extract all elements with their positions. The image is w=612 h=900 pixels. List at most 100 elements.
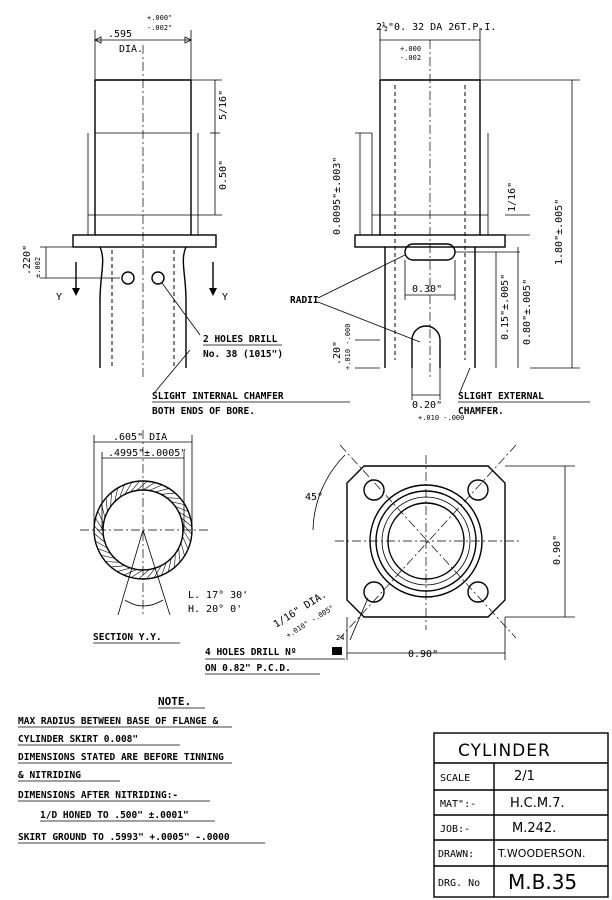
- hatch-line: [95, 540, 108, 549]
- hatch-line: [171, 501, 186, 506]
- angle-45-label: 45°: [305, 492, 323, 503]
- dia-tol-plus: +.000": [147, 14, 172, 22]
- hatch-line: [166, 497, 181, 499]
- tb-scale-value: 2/1: [514, 769, 535, 784]
- holes-drill-note-2: No. 38 (1015"): [203, 349, 283, 360]
- hatch-line: [153, 565, 162, 578]
- title-block-title: CYLINDER: [458, 741, 551, 761]
- section-yy-label: SECTION Y.Y.: [93, 632, 162, 643]
- flange-plan-view: 45° 0.90" 0.90" 1/16" DIA. +.010" -.005"…: [205, 444, 575, 675]
- hatch-line: [119, 484, 125, 498]
- tb-mat-value: H.C.M.7.: [510, 796, 565, 811]
- thread-spec-label: 2½"0. 32 DA 26T.P.I.: [376, 21, 496, 33]
- bolt-hole-br: [467, 581, 489, 603]
- bolt-hole-tr: [467, 479, 489, 501]
- hatch-line: [97, 548, 111, 554]
- hatch-line: [146, 567, 156, 580]
- tb-drg-key: DRG. No: [438, 878, 480, 889]
- note-line-1: MAX RADIUS BETWEEN BASE OF FLANGE &: [18, 716, 218, 727]
- plan-holes-note-1: 4 HOLES DRILL Nº: [205, 647, 297, 658]
- angle-1-label: L. 17° 30': [188, 590, 248, 601]
- hatch-line: [142, 482, 156, 491]
- hatch-line: [155, 488, 170, 493]
- bolt-hole-bl: [363, 581, 385, 603]
- section-y-right: Y: [222, 292, 228, 303]
- note-line-7: SKIRT GROUND TO .5993" +.0005" -.0000: [18, 832, 230, 843]
- holes-drill-note-1: 2 HOLES DRILL: [203, 334, 278, 345]
- title-block: CYLINDER SCALE 2/1 MAT":- H.C.M.7. JOB:-…: [433, 732, 609, 898]
- hatch-line: [149, 484, 163, 491]
- dim-0095-label: 0.0095"±.003": [332, 157, 343, 235]
- dim-020-label: 0.20": [412, 400, 442, 411]
- thread-tol-plus: +.000: [400, 45, 421, 53]
- dim-090-vertical: 0.90": [552, 535, 563, 565]
- dim-5-16-label: 5/16": [218, 90, 229, 120]
- hatch-line: [167, 558, 172, 573]
- hatch-line: [93, 525, 104, 537]
- inner-dia-label: .4995"±.0005": [108, 448, 186, 459]
- internal-chamfer-note-1: SLIGHT INTERNAL CHAMFER: [152, 391, 284, 402]
- hatch-line: [95, 517, 104, 531]
- dia-tol-minus: -.002": [147, 24, 172, 32]
- hatch-line: [174, 553, 176, 568]
- hatch-line: [161, 562, 167, 576]
- ref-24-label: 24: [336, 634, 344, 642]
- dim-180-label: 1.80"±.005": [554, 199, 565, 265]
- section-yy-view: .605" DIA .4995"±.0005" L. 17° 30' H. 20…: [80, 430, 248, 644]
- dim-030-label: 0.30": [412, 284, 442, 295]
- hatch-line: [182, 536, 189, 550]
- internal-chamfer-note-2: BOTH ENDS OF BORE.: [152, 406, 255, 417]
- note-line-6: 1/D HONED TO .500" ±.0001": [40, 810, 189, 821]
- hatch-line: [175, 506, 189, 512]
- cylinder-elevation-view: .595 +.000" -.002" DIA. 5/16" 0.50" .220…: [22, 14, 350, 417]
- thread-tol-minus: -.002: [400, 54, 421, 62]
- hatch-line: [114, 487, 119, 502]
- dim-220-label: .220": [22, 245, 33, 275]
- hatch-line: [101, 503, 106, 518]
- dim-080-label: 0.80"±.005": [522, 279, 533, 345]
- outer-dia-label: .605" DIA: [113, 432, 167, 443]
- section-hatch: [93, 480, 193, 580]
- bolt-hole-tl: [363, 479, 385, 501]
- dim-050-label: 0.50": [218, 160, 229, 190]
- tb-job-key: JOB:-: [440, 824, 470, 835]
- notes-block: NOTE. MAX RADIUS BETWEEN BASE OF FLANGE …: [18, 695, 265, 844]
- dia-value-label: .595: [108, 29, 132, 40]
- hatch-line: [136, 480, 148, 491]
- tb-drawn-value: T.WOODERSON.: [497, 847, 586, 860]
- hatch-line: [116, 567, 131, 572]
- drilled-hole-right: [151, 271, 165, 285]
- external-chamfer-note-1: SLIGHT EXTERNAL: [458, 391, 544, 402]
- hatch-line: [105, 561, 120, 563]
- hatch-line: [93, 533, 106, 543]
- dim-020-side-tol: +.010 -.000: [344, 324, 352, 370]
- hatch-line: [110, 492, 112, 507]
- dim-1-16-label: 1/16": [507, 182, 518, 212]
- hatch-line: [110, 565, 125, 568]
- hatch-line: [161, 492, 176, 495]
- hatch-line: [105, 497, 108, 512]
- dia-unit-label: DIA.: [119, 44, 143, 55]
- hatch-line: [138, 569, 150, 580]
- cylinder-side-view: 2½"0. 32 DA 26T.P.I. +.000 -.002 0.0095"…: [290, 21, 590, 422]
- external-chamfer-note-2: CHAMFER.: [458, 406, 504, 417]
- hatch-line: [182, 529, 191, 543]
- tb-job-value: M.242.: [512, 821, 556, 836]
- hatch-line: [180, 517, 193, 527]
- hatch-line: [178, 548, 181, 563]
- radii-label: RADII: [290, 295, 319, 306]
- tb-scale-key: SCALE: [440, 773, 470, 784]
- hatch-line: [124, 482, 133, 495]
- note-line-5: DIMENSIONS AFTER NITRIDING:-: [18, 790, 178, 801]
- section-y-left: Y: [56, 292, 62, 303]
- note-line-4: & NITRIDING: [18, 770, 81, 781]
- hatch-line: [182, 523, 193, 535]
- hatch-line: [130, 569, 144, 578]
- dim-020-side-label: .20": [332, 341, 343, 365]
- note-line-2: CYLINDER SKIRT 0.008": [18, 734, 138, 745]
- hatch-line: [100, 554, 115, 559]
- hatch-line: [178, 511, 191, 520]
- tb-mat-key: MAT":-: [440, 799, 476, 810]
- hatch-line: [180, 542, 185, 557]
